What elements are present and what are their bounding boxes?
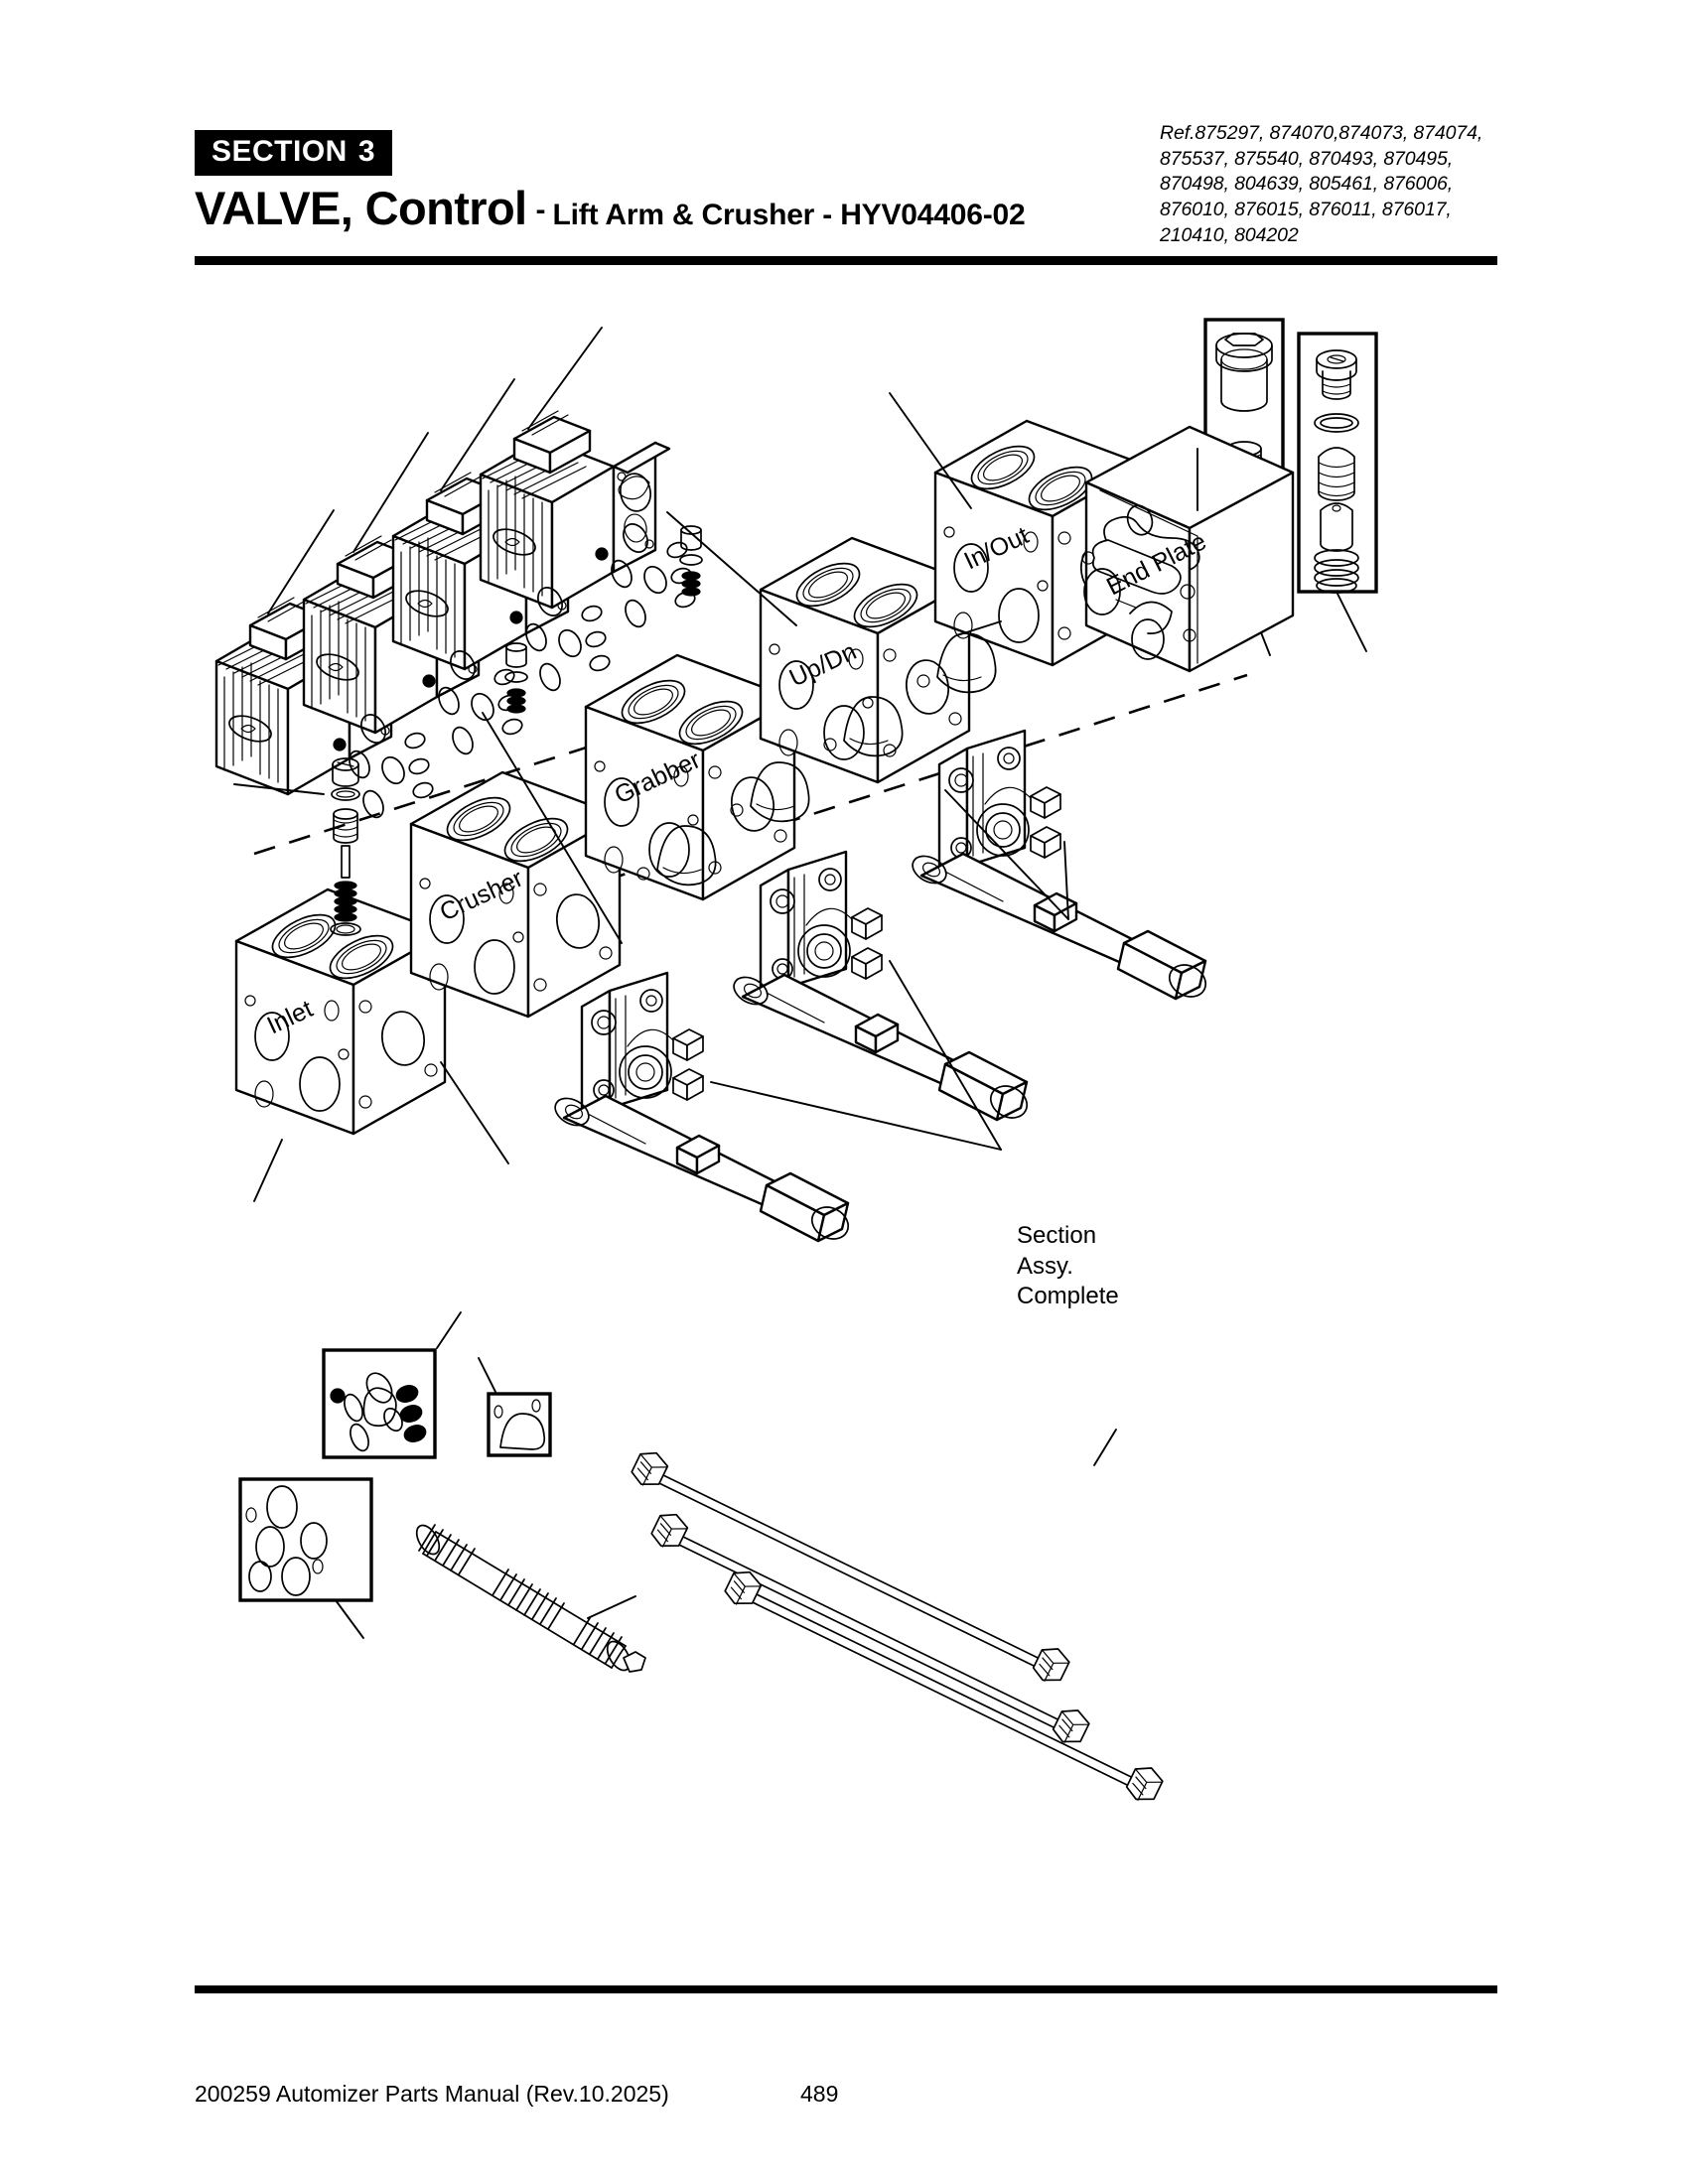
section-badge-word: SECTION	[211, 135, 348, 168]
reference-numbers: Ref.875297, 874070,874073, 874074, 87553…	[1160, 121, 1517, 249]
section-badge: SECTION 3	[195, 130, 393, 176]
reference-line: 210410, 804202	[1160, 223, 1299, 246]
note-line-3: Complete	[1017, 1283, 1119, 1310]
page-title: VALVE, Control - Lift Arm & Crusher - HY…	[195, 185, 1026, 232]
exploded-parts-diagram: .ln { fill:none; stroke:#000; stroke-wid…	[195, 298, 1497, 1976]
inset-box-poppet	[487, 1392, 552, 1457]
inset-box-spring-cartridge	[1297, 332, 1378, 594]
valve-block-inlet: Inlet	[233, 757, 447, 1202]
valve-block-crusher: Crusher	[409, 770, 622, 1164]
tie-rod	[628, 1445, 1073, 1689]
footer-page-number: 489	[800, 2081, 839, 2107]
reference-line: 876010, 876015, 876011, 876017,	[1160, 199, 1452, 221]
solenoid-valve-module	[479, 409, 671, 610]
section-assy-note: Section Assy. Complete	[1017, 1221, 1119, 1312]
reference-line: Ref.875297, 874070,874073, 874074,	[1160, 122, 1483, 144]
inset-box-oring-kit	[238, 1477, 373, 1602]
valve-block-in-out: In/Out	[889, 392, 1146, 667]
header-divider	[195, 256, 1497, 265]
valve-block-grabber: Grabber	[482, 653, 796, 944]
reference-line: 870498, 804639, 805461, 876006,	[1160, 173, 1454, 196]
page-title-main: VALVE, Control	[195, 182, 527, 234]
footer-manual-text: 200259 Automizer Parts Manual (Rev.10.20…	[195, 2081, 669, 2107]
valve-block-up-dn: Up/Dn	[666, 511, 971, 784]
reference-line: 875537, 875540, 870493, 870495,	[1160, 147, 1454, 170]
page-header: SECTION 3 VALVE, Control - Lift Arm & Cru…	[0, 0, 1688, 265]
page-title-dash: -	[535, 194, 546, 226]
control-lever-assembly	[907, 729, 1213, 1005]
tie-rod	[647, 1507, 1093, 1750]
section-badge-number: 3	[357, 135, 376, 168]
tie-rod	[721, 1565, 1167, 1808]
note-line-1: Section	[1017, 1222, 1097, 1249]
page-title-subtitle: Lift Arm & Crusher - HYV04406-02	[552, 199, 1026, 231]
end-plate: End Plate	[1081, 425, 1295, 673]
footer-divider	[195, 1985, 1497, 1993]
cartridge-stems	[504, 525, 703, 714]
inset-box-seal-kit	[322, 1348, 437, 1459]
valve-spool	[415, 1524, 646, 1673]
diagram-svg: .ln { fill:none; stroke:#000; stroke-wid…	[214, 318, 1378, 1808]
note-line-2: Assy.	[1017, 1252, 1073, 1280]
